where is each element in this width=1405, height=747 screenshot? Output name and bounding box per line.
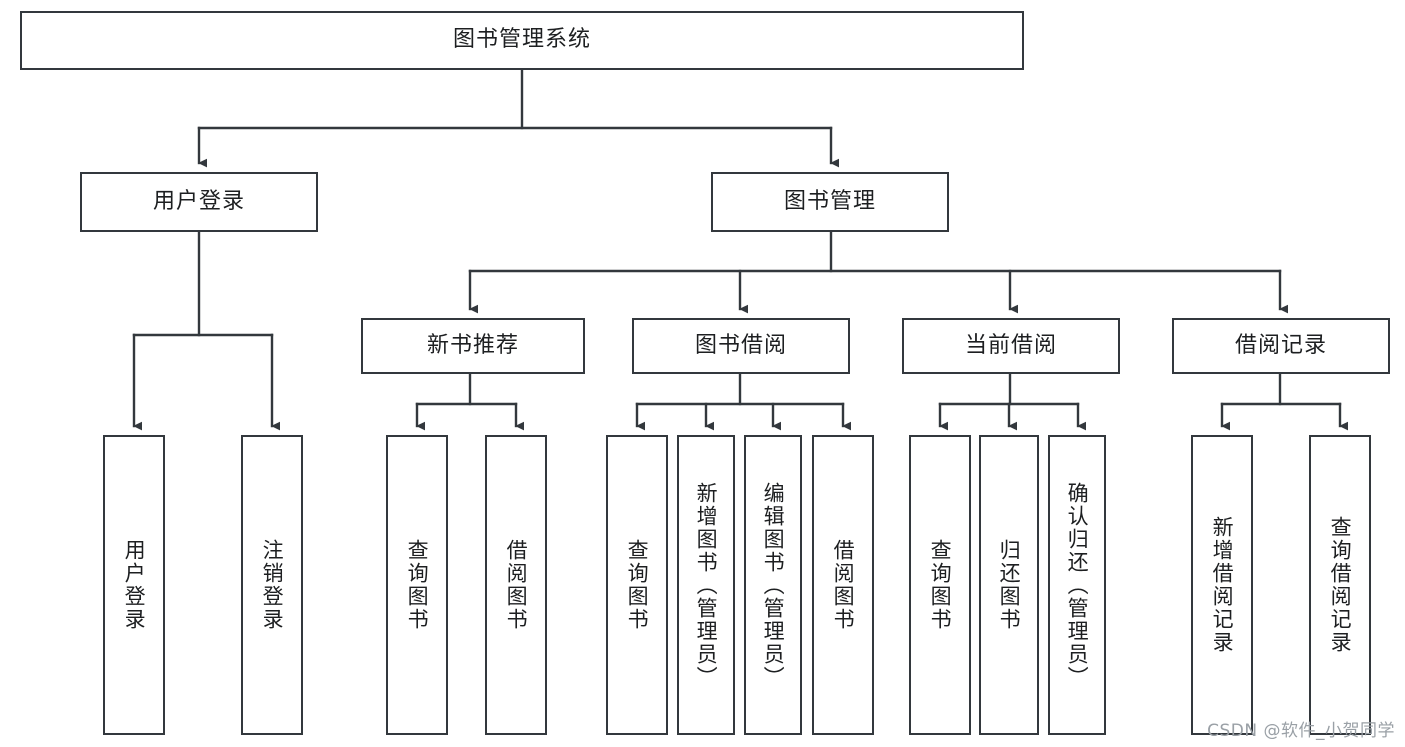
node-label: 借阅图书 xyxy=(831,539,856,631)
leaf-logout[interactable]: 注销登录 xyxy=(241,435,303,735)
node-book-borrow[interactable]: 图书借阅 xyxy=(632,318,850,374)
node-label: 查询图书 xyxy=(405,539,430,631)
node-label: 归还图书 xyxy=(997,539,1022,631)
node-new-book-recommendation[interactable]: 新书推荐 xyxy=(361,318,585,374)
node-label: 借阅记录 xyxy=(1234,332,1327,358)
node-label: 新增借阅记录 xyxy=(1210,516,1235,654)
node-label: 图书管理系统 xyxy=(452,27,591,53)
node-label: 用户登录 xyxy=(122,539,147,631)
node-current-borrow[interactable]: 当前借阅 xyxy=(902,318,1120,374)
node-label: 编辑图书（管理员） xyxy=(761,481,786,689)
node-label: 确认归还（管理员） xyxy=(1065,481,1090,689)
leaf-add-book-admin[interactable]: 新增图书（管理员） xyxy=(677,435,735,735)
node-label: 查询借阅记录 xyxy=(1328,516,1353,654)
leaf-query-borrow-record[interactable]: 查询借阅记录 xyxy=(1309,435,1371,735)
node-borrow-records[interactable]: 借阅记录 xyxy=(1172,318,1390,374)
node-label: 图书管理 xyxy=(783,188,876,214)
leaf-borrow-book-recommendation[interactable]: 借阅图书 xyxy=(485,435,547,735)
node-book-management[interactable]: 图书管理 xyxy=(711,172,949,232)
node-label: 注销登录 xyxy=(260,539,285,631)
node-label: 查询图书 xyxy=(625,539,650,631)
node-label: 新增图书（管理员） xyxy=(694,481,719,689)
leaf-user-login[interactable]: 用户登录 xyxy=(103,435,165,735)
node-label: 查询图书 xyxy=(928,539,953,631)
leaf-confirm-return-admin[interactable]: 确认归还（管理员） xyxy=(1048,435,1106,735)
node-label: 图书借阅 xyxy=(694,332,787,358)
node-label: 用户登录 xyxy=(152,188,245,214)
leaf-return-book[interactable]: 归还图书 xyxy=(979,435,1039,735)
node-label: 当前借阅 xyxy=(964,332,1057,358)
watermark-text: CSDN @软件_小贺同学 xyxy=(1207,721,1395,741)
node-user-login[interactable]: 用户登录 xyxy=(80,172,318,232)
node-label: 新书推荐 xyxy=(426,332,519,358)
leaf-edit-book-admin[interactable]: 编辑图书（管理员） xyxy=(744,435,802,735)
node-root-system[interactable]: 图书管理系统 xyxy=(20,11,1024,70)
leaf-query-book-current[interactable]: 查询图书 xyxy=(909,435,971,735)
leaf-add-borrow-record[interactable]: 新增借阅记录 xyxy=(1191,435,1253,735)
leaf-query-book-recommendation[interactable]: 查询图书 xyxy=(386,435,448,735)
leaf-query-book-borrow[interactable]: 查询图书 xyxy=(606,435,668,735)
node-label: 借阅图书 xyxy=(504,539,529,631)
leaf-borrow-book[interactable]: 借阅图书 xyxy=(812,435,874,735)
